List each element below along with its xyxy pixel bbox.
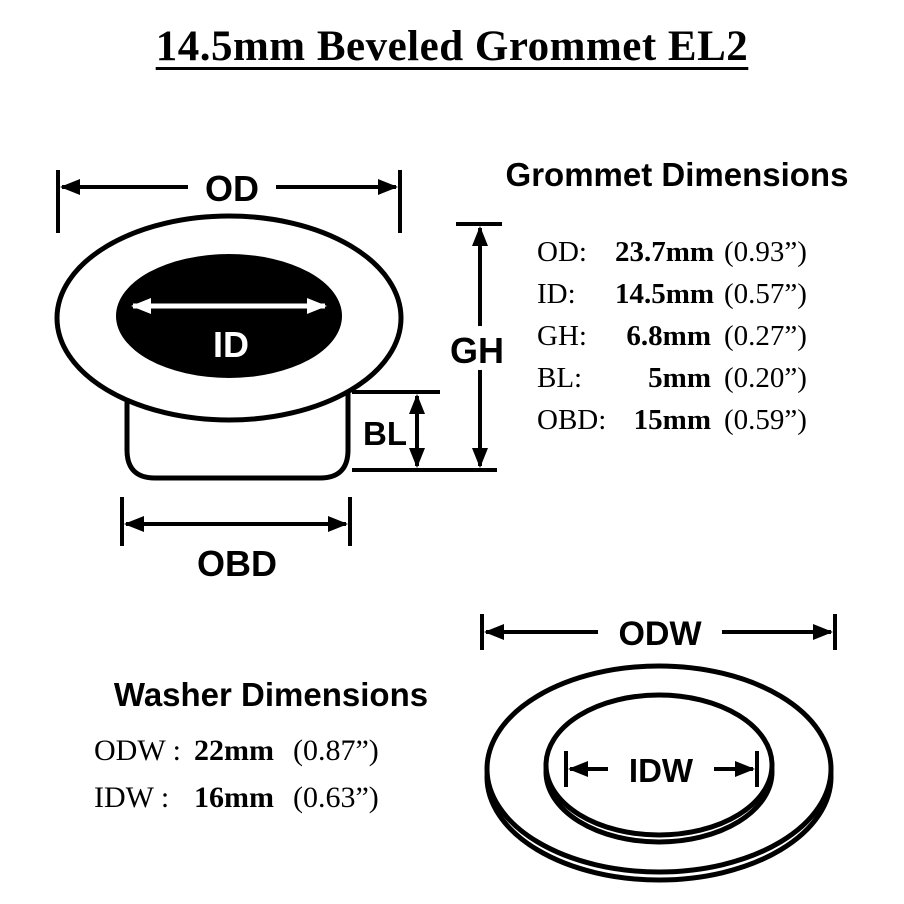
odw-dimension-label: ODW xyxy=(618,615,702,653)
dim-inches: (0.20”) xyxy=(724,362,807,394)
dim-value: 15mm xyxy=(633,404,711,436)
dim-label: BL: xyxy=(537,362,583,394)
dim-label: OD: xyxy=(537,236,587,268)
page-title-text: 14.5mm Beveled Grommet EL2 xyxy=(155,23,749,70)
gh-dimension: GH xyxy=(440,222,516,468)
dim-value: 5mm xyxy=(648,362,711,394)
obd-dimension: OBD xyxy=(120,497,352,584)
dim-value: 22mm xyxy=(194,734,274,767)
washer-dimensions-list: ODW : 22mm (0.87”) IDW : 16mm (0.63”) xyxy=(94,727,379,821)
dim-label: IDW : xyxy=(94,781,170,814)
od-label-mask xyxy=(188,162,276,206)
obd-dimension-label: OBD xyxy=(197,543,277,584)
dim-label: GH: xyxy=(537,320,587,352)
dim-inches: (0.87”) xyxy=(293,734,379,767)
odw-dimension: ODW xyxy=(480,610,837,653)
bl-dimension: BL xyxy=(352,390,497,472)
dim-value: 14.5mm xyxy=(615,278,715,310)
dim-inches: (0.93”) xyxy=(724,236,807,268)
grommet-dimensions-heading: Grommet Dimensions xyxy=(505,156,849,193)
grommet-dimensions-list: OD: 23.7mm (0.93”) ID: 14.5mm (0.57”) GH… xyxy=(537,231,807,441)
bl-dimension-label: BL xyxy=(363,415,407,452)
idw-dimension: IDW xyxy=(564,750,759,789)
washer-dimensions-heading: Washer Dimensions xyxy=(113,676,429,713)
odw-label-mask xyxy=(598,610,722,652)
dim-inches: (0.57”) xyxy=(724,278,807,310)
dim-label: ODW : xyxy=(94,734,181,767)
id-dimension-label: ID xyxy=(213,324,249,365)
page-title: 14.5mm Beveled Grommet EL2 xyxy=(0,22,904,71)
dim-inches: (0.27”) xyxy=(724,320,807,352)
dim-label: ID: xyxy=(537,278,576,310)
dim-inches: (0.63”) xyxy=(293,781,379,814)
dim-label: OBD: xyxy=(537,404,607,436)
dim-inches: (0.59”) xyxy=(724,404,807,436)
gh-dimension-label: GH xyxy=(450,330,504,371)
od-dimension-label: OD xyxy=(205,168,259,209)
od-dimension: OD xyxy=(56,162,402,233)
dim-value: 16mm xyxy=(194,781,274,814)
grommet-drawing: ID xyxy=(54,213,404,481)
idw-label-mask xyxy=(608,750,714,788)
gh-label-mask xyxy=(440,326,516,370)
idw-dimension-label: IDW xyxy=(629,752,694,789)
dim-value: 6.8mm xyxy=(626,320,711,352)
grommet-hole-ellipse xyxy=(116,254,342,378)
dim-value: 23.7mm xyxy=(615,236,715,268)
